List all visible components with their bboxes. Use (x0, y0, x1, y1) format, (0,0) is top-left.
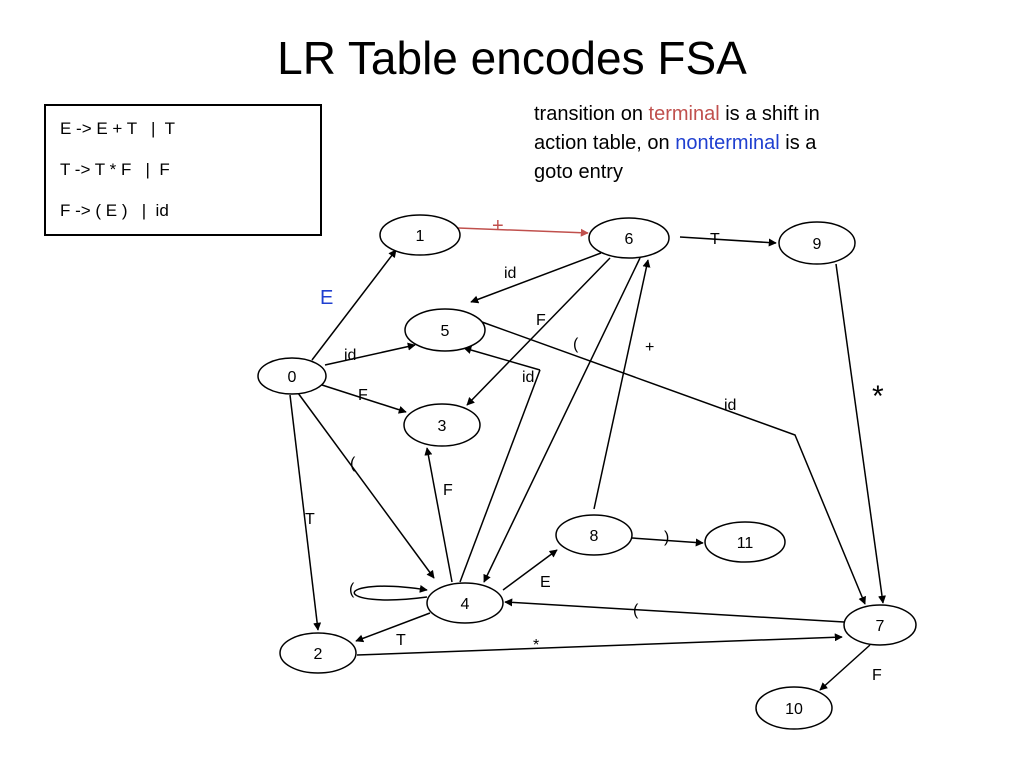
transition-label-9-7: * (872, 380, 884, 413)
transition-edge-0-4 (297, 392, 435, 579)
state-node-11: 11 (704, 521, 786, 563)
state-ellipse-8 (555, 514, 633, 556)
grammar-box: E -> E + T | T T -> T * F | F F -> ( E )… (44, 104, 322, 236)
state-label-0: 0 (288, 369, 297, 386)
grammar-rule-t: T -> T * F | F (60, 160, 170, 179)
transition-edge-0-1 (311, 249, 397, 361)
transition-edge-4-2 (355, 612, 431, 643)
state-label-6: 6 (625, 231, 634, 248)
state-label-9: 9 (813, 236, 822, 253)
transition-label-6-4: ( (573, 336, 579, 353)
state-node-10: 10 (755, 686, 833, 730)
state-ellipse-10 (755, 686, 833, 730)
note-text-2: is a shift in action table, on (534, 103, 820, 154)
transition-note: transition on terminal is a shift in act… (534, 100, 854, 187)
state-label-2: 2 (314, 646, 323, 663)
transition-label-6-9: T (710, 231, 720, 248)
nonterminal-word: nonterminal (675, 132, 780, 154)
transition-label-0-1: E (320, 287, 333, 309)
note-text-1: transition on (534, 103, 649, 125)
transition-label-4-8: E (540, 574, 551, 591)
transition-edge-7-4 (504, 598, 845, 623)
transition-edge-8-6 (593, 259, 651, 510)
transition-edge-4-3 (424, 447, 453, 583)
transition-label-0-3: F (358, 387, 368, 404)
transition-edge-0-3 (321, 384, 407, 414)
state-ellipse-6 (588, 217, 670, 259)
transition-edge-7-10 (819, 644, 871, 691)
transition-label-2-7: * (533, 637, 539, 654)
state-label-3: 3 (438, 418, 447, 435)
transition-label-4-2: T (396, 632, 406, 649)
state-node-8: 8 (555, 514, 633, 556)
transition-label-0-2: T (305, 511, 315, 528)
state-node-2: 2 (279, 632, 357, 674)
transition-edge-4-8 (502, 549, 558, 591)
grammar-rule-e: E -> E + T | T (60, 119, 175, 138)
state-ellipse-2 (279, 632, 357, 674)
transition-edge-0-2 (289, 394, 322, 631)
transition-label-0-5: id (344, 347, 356, 364)
transition-label-4-4: ( (349, 581, 355, 598)
transition-edge-4-4 (353, 584, 428, 601)
transition-edge-5-7 (481, 321, 866, 605)
transition-label-7-4: ( (633, 602, 639, 619)
transition-label-8-6: + (645, 339, 654, 356)
state-node-0: 0 (257, 357, 327, 395)
transition-label-6-5: id (504, 265, 516, 282)
state-ellipse-7 (843, 604, 917, 646)
state-label-5: 5 (441, 323, 450, 340)
transition-label-7-10: F (872, 667, 882, 684)
transition-edge-6-5 (470, 252, 602, 304)
state-node-3: 3 (403, 403, 481, 447)
transition-edge-4-5-segment (459, 369, 541, 583)
state-ellipse-1 (379, 214, 461, 256)
state-label-10: 10 (785, 701, 803, 718)
transition-label-0-4: ( (350, 455, 356, 472)
state-ellipse-3 (403, 403, 481, 447)
state-node-5: 5 (404, 308, 486, 352)
transition-edge-0-5 (324, 342, 416, 366)
terminal-word: terminal (648, 103, 720, 125)
state-node-9: 9 (778, 221, 856, 265)
transition-edge-4-5 (463, 346, 541, 371)
transition-edge-6-3 (466, 257, 611, 406)
state-node-7: 7 (843, 604, 917, 646)
transition-edge-1-6 (457, 227, 589, 237)
state-ellipse-9 (778, 221, 856, 265)
transition-edge-2-7 (356, 633, 843, 656)
state-label-4: 4 (461, 596, 470, 613)
state-label-7: 7 (876, 618, 885, 635)
transition-label-5-7: id (724, 397, 736, 414)
state-node-4: 4 (426, 582, 504, 624)
state-node-6: 6 (588, 217, 670, 259)
transition-edge-8-11 (631, 537, 704, 547)
transition-label-6-3: F (536, 312, 546, 329)
state-ellipse-11 (704, 521, 786, 563)
state-label-11: 11 (737, 535, 754, 552)
transition-edge-6-4 (483, 257, 641, 583)
grammar-rule-f: F -> ( E ) | id (60, 201, 169, 220)
transition-edge-6-9 (679, 236, 777, 247)
state-node-1: 1 (379, 214, 461, 256)
state-ellipse-5 (404, 308, 486, 352)
transition-edge-9-7 (835, 263, 886, 604)
note-text-3: is a goto entry (534, 132, 817, 183)
transition-label-4-3: F (443, 482, 453, 499)
state-ellipse-4 (426, 582, 504, 624)
transition-label-8-11: ) (664, 529, 669, 546)
slide-title: LR Table encodes FSA (277, 32, 747, 84)
transition-label-4-5: id (522, 369, 534, 386)
state-ellipse-0 (257, 357, 327, 395)
state-label-1: 1 (416, 228, 425, 245)
state-label-8: 8 (590, 528, 599, 545)
transition-label-1-6: + (492, 215, 504, 237)
